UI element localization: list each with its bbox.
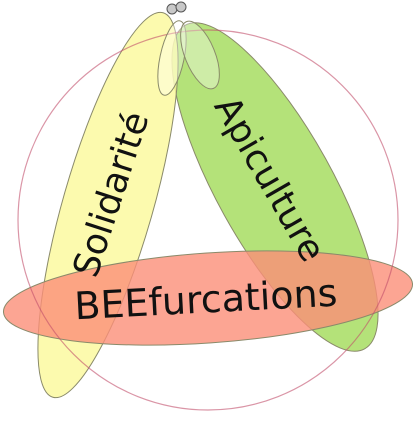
bee-head-right-icon xyxy=(175,1,187,13)
outer-circle xyxy=(17,29,399,411)
bottom-petal-beefurcations xyxy=(2,250,414,346)
bee-head-left-icon xyxy=(166,3,178,15)
wing-left-icon xyxy=(157,20,187,96)
wing-right-icon xyxy=(180,20,220,90)
